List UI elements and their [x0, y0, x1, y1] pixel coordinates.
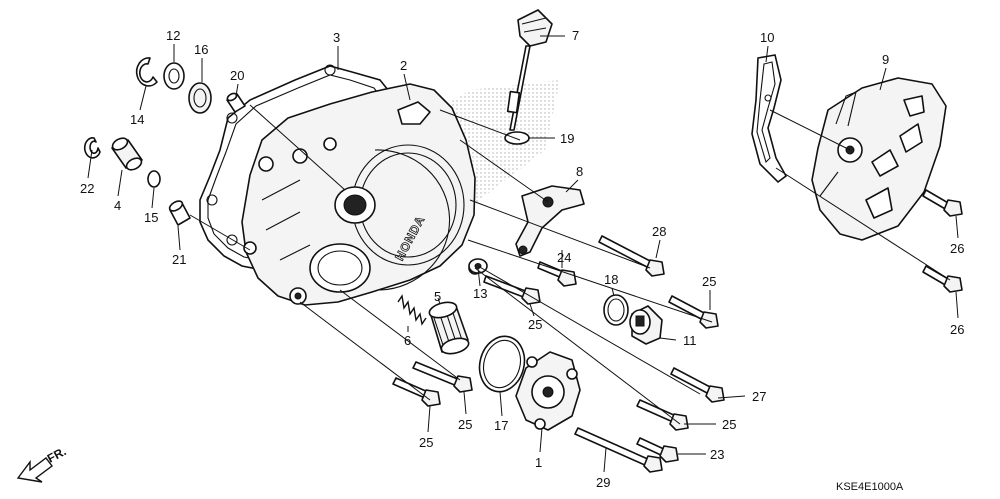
callout-28: 28 — [652, 224, 666, 239]
callout-3: 3 — [333, 30, 340, 45]
callout-2: 2 — [400, 58, 407, 73]
washer-12 — [163, 62, 185, 90]
sprocket-cover-9 — [811, 77, 947, 241]
bolt-25-low — [636, 399, 689, 431]
callout-6: 6 — [404, 333, 411, 348]
o-ring-17 — [478, 335, 526, 393]
callout-21: 21 — [172, 252, 186, 267]
oil-filter-cover-1 — [515, 351, 581, 431]
bolt-26-upper — [922, 189, 963, 217]
callout-17: 17 — [494, 418, 508, 433]
callout-25-mid: 25 — [528, 317, 542, 332]
callout-24: 24 — [557, 250, 571, 265]
callout-10: 10 — [760, 30, 774, 45]
callout-13: 13 — [473, 286, 487, 301]
callout-16: 16 — [194, 42, 208, 57]
spindle-4 — [111, 137, 143, 171]
bolt-27 — [670, 367, 725, 403]
bolt-25-right — [668, 295, 719, 329]
bolt-25-mid — [483, 275, 541, 305]
callout-5: 5 — [434, 289, 441, 304]
callout-25-left-b: 25 — [458, 417, 472, 432]
callout-18: 18 — [604, 272, 618, 287]
bolt-28 — [598, 235, 665, 277]
callout-26-upper: 26 — [950, 241, 964, 256]
callout-12: 12 — [166, 28, 180, 43]
callout-4: 4 — [114, 198, 121, 213]
callout-9: 9 — [882, 52, 889, 67]
callout-29: 29 — [596, 475, 610, 490]
oil-filter-5 — [428, 301, 470, 355]
callout-20: 20 — [230, 68, 244, 83]
callout-26-lower: 26 — [950, 322, 964, 337]
callout-27: 27 — [752, 389, 766, 404]
dowel-pin-20 — [226, 92, 246, 113]
bracket-8 — [515, 185, 585, 257]
callout-14: 14 — [130, 112, 144, 127]
front-direction-marker: FR. — [16, 444, 68, 483]
o-ring-18 — [603, 294, 629, 326]
plug-11 — [629, 305, 663, 345]
gasket-10 — [751, 54, 788, 184]
spring-6 — [397, 294, 427, 326]
callout-25-right: 25 — [702, 274, 716, 289]
bolt-25-left-a — [392, 377, 441, 407]
callout-23: 23 — [710, 447, 724, 462]
callout-19: 19 — [560, 131, 574, 146]
callout-8: 8 — [576, 164, 583, 179]
dowel-pin-21 — [168, 200, 191, 226]
oil-dipstick — [506, 9, 553, 131]
callout-25-low: 25 — [722, 417, 736, 432]
bolt-25-left-b — [412, 361, 473, 393]
leader-lines — [87, 35, 959, 473]
callout-22: 22 — [80, 181, 94, 196]
diagram-code: KSE4E1000A — [836, 481, 904, 493]
callout-15: 15 — [144, 210, 158, 225]
snap-ring-22 — [83, 137, 101, 159]
callout-25-left-a: 25 — [419, 435, 433, 450]
callout-labels: 7 19 2 3 12 16 20 14 22 4 15 21 10 9 8 2… — [80, 28, 964, 490]
snap-ring-14 — [135, 57, 158, 87]
callout-1: 1 — [535, 455, 542, 470]
callout-11: 11 — [683, 333, 697, 348]
bolt-23 — [636, 437, 679, 463]
crankcase-cover: HONDA — [241, 83, 482, 306]
callout-7: 7 — [572, 28, 579, 43]
o-ring-15 — [147, 170, 161, 188]
bolt-29 — [574, 427, 663, 473]
front-arrow-icon — [16, 457, 53, 483]
oil-seal-16 — [188, 82, 212, 114]
bolt-26-lower — [922, 265, 963, 293]
dipstick-o-ring — [504, 131, 530, 145]
